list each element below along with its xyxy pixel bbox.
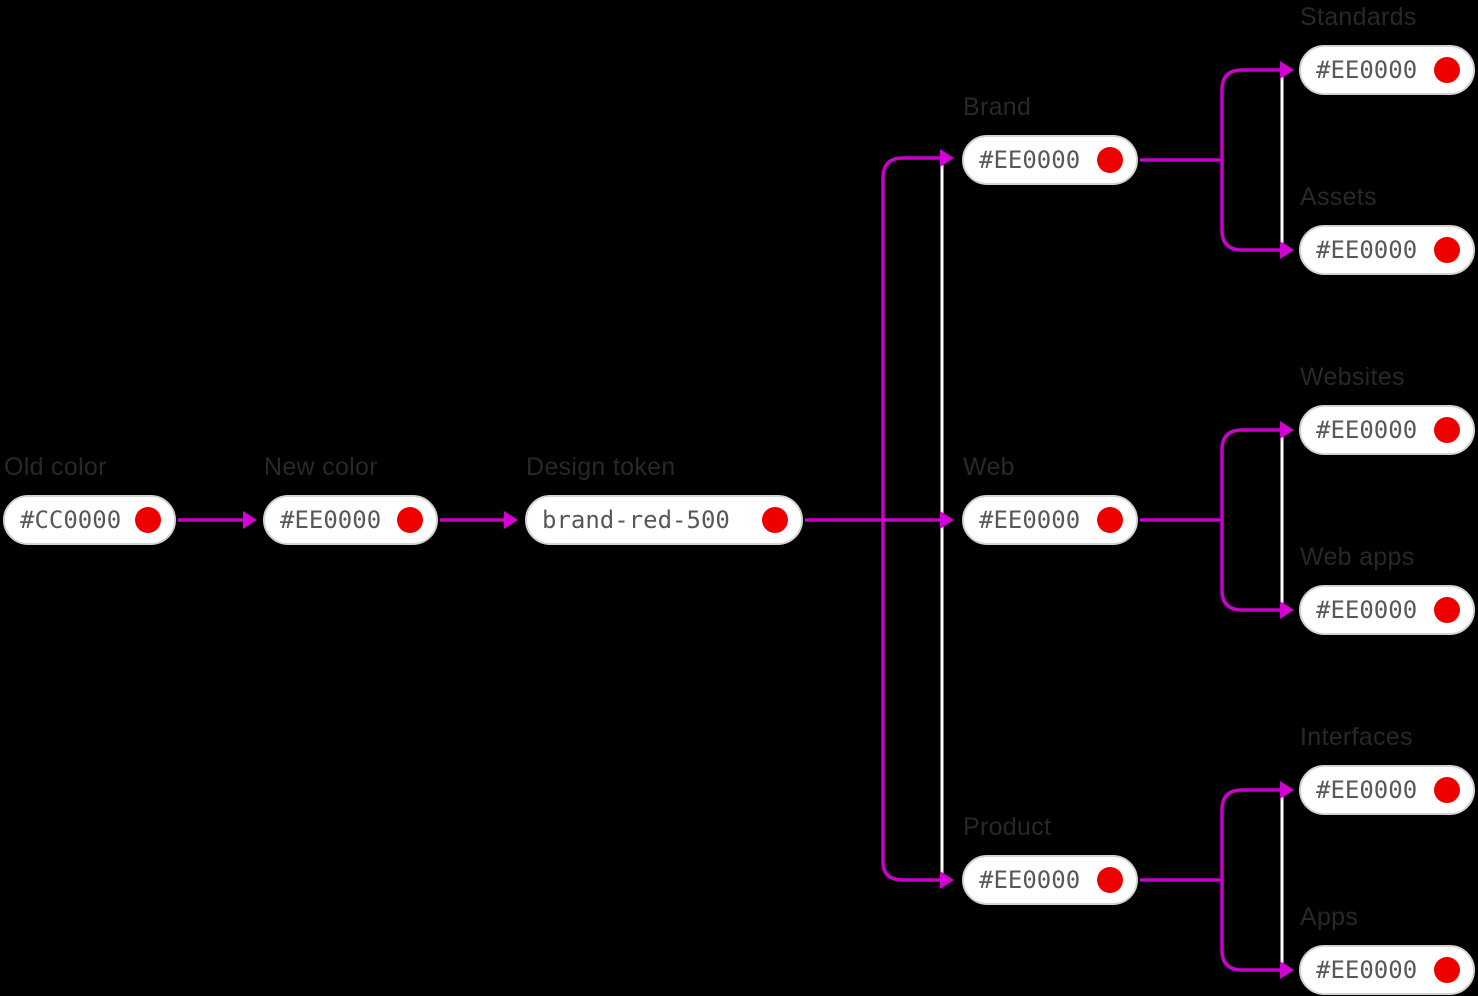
node-label-apps: Apps bbox=[1300, 903, 1359, 932]
arrowhead-web-apps bbox=[1280, 601, 1294, 619]
token-value: #EE0000 bbox=[1316, 56, 1418, 84]
color-swatch-dot bbox=[1434, 597, 1460, 623]
token-value: #CC0000 bbox=[20, 506, 122, 534]
token-value: #EE0000 bbox=[979, 506, 1081, 534]
color-swatch-dot bbox=[397, 507, 423, 533]
node-web: Web #EE0000 bbox=[962, 453, 1138, 545]
token-pill-assets: #EE0000 bbox=[1299, 225, 1475, 275]
color-swatch-dot bbox=[1434, 417, 1460, 443]
color-swatch-dot bbox=[1434, 777, 1460, 803]
node-label-brand: Brand bbox=[963, 93, 1032, 122]
color-swatch-dot bbox=[762, 507, 788, 533]
color-swatch-dot bbox=[135, 507, 161, 533]
color-swatch-dot bbox=[1097, 147, 1123, 173]
arrowhead-apps bbox=[1280, 961, 1294, 979]
node-old-color: Old color #CC0000 bbox=[3, 453, 176, 545]
node-assets: Assets #EE0000 bbox=[1299, 183, 1475, 275]
node-label-interfaces: Interfaces bbox=[1300, 723, 1413, 752]
node-label-websites: Websites bbox=[1300, 363, 1405, 392]
edge-web-bracket bbox=[1220, 428, 1280, 612]
node-design-token: Design token brand-red-500 bbox=[525, 453, 803, 545]
token-pill-apps: #EE0000 bbox=[1299, 945, 1475, 995]
token-value: #EE0000 bbox=[1316, 236, 1418, 264]
token-pill-standards: #EE0000 bbox=[1299, 45, 1475, 95]
token-pill-design-token: brand-red-500 bbox=[525, 495, 803, 545]
color-swatch-dot bbox=[1097, 867, 1123, 893]
token-value: #EE0000 bbox=[280, 506, 382, 534]
node-product: Product #EE0000 bbox=[962, 813, 1138, 905]
main-flow-edges bbox=[178, 149, 954, 889]
token-value: brand-red-500 bbox=[542, 506, 730, 534]
node-label-product: Product bbox=[963, 813, 1052, 842]
node-label-web-apps: Web apps bbox=[1300, 543, 1415, 572]
node-apps: Apps #EE0000 bbox=[1299, 903, 1475, 995]
arrowhead-product bbox=[940, 871, 954, 889]
token-pill-interfaces: #EE0000 bbox=[1299, 765, 1475, 815]
token-value: #EE0000 bbox=[1316, 596, 1418, 624]
color-swatch-dot bbox=[1434, 237, 1460, 263]
node-websites: Websites #EE0000 bbox=[1299, 363, 1475, 455]
token-value: #EE0000 bbox=[979, 866, 1081, 894]
token-value: #EE0000 bbox=[979, 146, 1081, 174]
node-brand: Brand #EE0000 bbox=[962, 93, 1138, 185]
token-pill-web-apps: #EE0000 bbox=[1299, 585, 1475, 635]
token-pill-new-color: #EE0000 bbox=[263, 495, 438, 545]
token-pill-websites: #EE0000 bbox=[1299, 405, 1475, 455]
token-value: #EE0000 bbox=[1316, 776, 1418, 804]
token-pill-product: #EE0000 bbox=[962, 855, 1138, 905]
token-value: #EE0000 bbox=[1316, 416, 1418, 444]
token-pill-brand: #EE0000 bbox=[962, 135, 1138, 185]
arrowhead-standards bbox=[1280, 61, 1294, 79]
arrowhead-interfaces bbox=[1280, 781, 1294, 799]
node-label-old-color: Old color bbox=[4, 453, 107, 482]
node-label-design-token: Design token bbox=[526, 453, 676, 482]
node-interfaces: Interfaces #EE0000 bbox=[1299, 723, 1475, 815]
node-web-apps: Web apps #EE0000 bbox=[1299, 543, 1475, 635]
edge-product-bracket bbox=[1220, 788, 1280, 972]
color-swatch-dot bbox=[1097, 507, 1123, 533]
node-label-web: Web bbox=[963, 453, 1015, 482]
brand-branch-edges bbox=[1140, 61, 1294, 259]
node-label-new-color: New color bbox=[264, 453, 378, 482]
node-standards: Standards #EE0000 bbox=[1299, 3, 1475, 95]
token-value: #EE0000 bbox=[1316, 956, 1418, 984]
node-label-assets: Assets bbox=[1300, 183, 1377, 212]
product-branch-edges bbox=[1140, 781, 1294, 979]
token-pill-old-color: #CC0000 bbox=[3, 495, 176, 545]
arrowhead-websites bbox=[1280, 421, 1294, 439]
color-swatch-dot bbox=[1434, 957, 1460, 983]
web-branch-edges bbox=[1140, 421, 1294, 619]
arrowhead-assets bbox=[1280, 241, 1294, 259]
token-pill-web: #EE0000 bbox=[962, 495, 1138, 545]
edge-token-branch-brand-product bbox=[881, 156, 940, 882]
node-label-standards: Standards bbox=[1300, 3, 1417, 32]
node-new-color: New color #EE0000 bbox=[263, 453, 438, 545]
color-swatch-dot bbox=[1434, 57, 1460, 83]
arrowhead-brand bbox=[940, 149, 954, 167]
arrowhead-new-color bbox=[243, 511, 257, 529]
edge-brand-bracket bbox=[1220, 68, 1280, 252]
arrowhead-web bbox=[940, 511, 954, 529]
arrowhead-design-token bbox=[504, 511, 518, 529]
